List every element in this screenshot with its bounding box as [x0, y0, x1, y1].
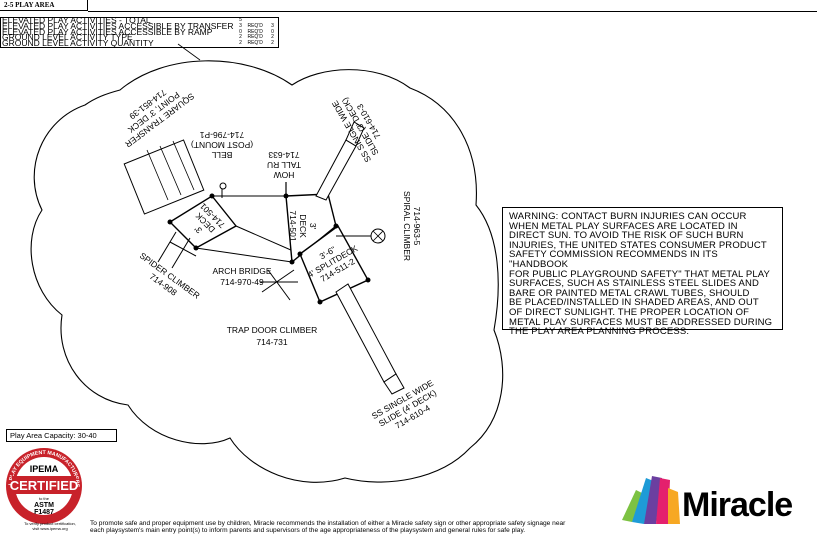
- svg-text:HOW: HOW: [274, 170, 295, 180]
- table-leader-line: [177, 43, 201, 61]
- label-spider-climber: SPIDER CLIMBER 714-908: [138, 250, 202, 300]
- ipema-note-line: visit www.ipema.org: [32, 525, 68, 531]
- svg-text:714-501: 714-501: [288, 210, 298, 241]
- stat-label: ELEVATED PLAY ACTIVITIES ACCESSIBLE BY R…: [2, 26, 213, 37]
- svg-text:714-796-P1: 714-796-P1: [200, 130, 245, 140]
- miracle-logo-mark: [622, 476, 680, 524]
- svg-text:714-963-5: 714-963-5: [412, 207, 422, 246]
- label-trap-door: TRAP DOOR CLIMBER 714-731: [227, 325, 318, 347]
- warning-line: SURFACES, SUCH AS STAINLESS STEEL SLIDES…: [509, 278, 759, 290]
- label-deck-right: 3' DECK 714-501: [288, 210, 318, 241]
- spider-climber: [157, 231, 197, 269]
- svg-text:INTERNATIONAL PLAY EQUIPMENT M: INTERNATIONAL PLAY EQUIPMENT MANUFACTURE…: [0, 0, 80, 488]
- use-zone-outline: [30, 60, 504, 483]
- ipema-certified-seal: INTERNATIONAL PLAY EQUIPMENT MANUFACTURE…: [0, 0, 82, 524]
- bell-icon: [219, 182, 227, 190]
- stats-row: GROUND LEVEL ACTIVITY QUANTITY 2 REQ'D 2: [1, 38, 279, 49]
- miracle-wordmark: Miracle: [682, 486, 793, 524]
- trap-door-climber: [260, 269, 298, 301]
- warning-line: BE PLACED/INSTALLED IN SHADED AREAS, AND…: [509, 297, 759, 309]
- deck-posts: [167, 193, 371, 305]
- stat-value: 2: [239, 34, 242, 41]
- spiral-climber: [336, 228, 386, 244]
- safety-signage-footer: To promote safe and proper equipment use…: [90, 520, 610, 534]
- header-rule: [88, 11, 817, 12]
- label-arch-bridge: ARCH BRIDGE 714-970-49: [212, 266, 271, 287]
- warning-line: DIRECT SUN. TO AVOID THE RISK OF SUCH BU…: [509, 230, 744, 242]
- svg-text:714-970-49: 714-970-49: [220, 277, 264, 287]
- stats-row: ELEVATED PLAY ACTIVITIES - TOTAL 5: [1, 15, 279, 25]
- svg-text:3': 3': [308, 223, 318, 230]
- label-spiral-climber: SPIRAL CLIMBER 714-963-5: [402, 191, 422, 261]
- stat-req-value: 0: [271, 28, 274, 35]
- play-area-capacity: Play Area Capacity: 30-40: [6, 429, 117, 442]
- warning-line: OF DIRECT SUNLIGHT. THE PROPER LOCATION …: [509, 306, 750, 318]
- svg-text:SPIRAL CLIMBER: SPIRAL CLIMBER: [402, 191, 412, 261]
- warning-line: METAL PLAY SURFACES MUST BE ADDRESSED DU…: [509, 316, 773, 328]
- stat-req-label: REQ'D: [247, 22, 263, 29]
- svg-text:to the: to the: [39, 496, 50, 501]
- stat-label: GROUND LEVEL ACTIVITY TYPE: [2, 32, 133, 43]
- stat-label: ELEVATED PLAY ACTIVITIES ACCESSIBLE BY T…: [2, 20, 234, 31]
- stat-req-label: REQ'D: [247, 28, 263, 35]
- stat-label: ELEVATED PLAY ACTIVITIES - TOTAL: [2, 15, 151, 25]
- warning-line: SAFETY COMMISSION RECOMMENDS IN ITS "HAN…: [509, 249, 718, 270]
- stat-value: 0: [239, 28, 242, 35]
- play-area-tab: 2-5 PLAY AREA: [0, 0, 88, 11]
- arch-bridge: [195, 188, 301, 263]
- warning-line: WARNING: CONTACT BURN INJURIES CAN OCCUR: [509, 211, 747, 222]
- svg-text:(POST MOUNT): (POST MOUNT): [191, 140, 253, 150]
- stat-value: 5: [239, 17, 242, 23]
- svg-text:714-731: 714-731: [256, 337, 287, 347]
- stat-value: 3: [239, 22, 242, 29]
- slide-4ft: [335, 283, 405, 395]
- svg-text:BELL: BELL: [211, 150, 232, 160]
- ipema-verify-note: To verify product certification, visit w…: [10, 521, 90, 531]
- square-transfer-point: [123, 139, 205, 215]
- warning-line: THE PLAY AREA PLANNING PROCESS.: [509, 326, 690, 338]
- stat-req-value: 2: [271, 34, 274, 41]
- svg-text:CERTIFIED: CERTIFIED: [10, 478, 79, 493]
- svg-text:3': 3': [192, 224, 204, 236]
- svg-text:ARCH BRIDGE: ARCH BRIDGE: [212, 266, 271, 276]
- svg-text:ASTM: ASTM: [34, 502, 54, 509]
- footer-line: To promote safe and proper equipment use…: [90, 520, 566, 527]
- stats-row: ELEVATED PLAY ACTIVITIES ACCESSIBLE BY T…: [1, 20, 279, 31]
- warning-line: BARE OR PAINTED METAL CRAWL TUBES, SHOUL…: [509, 287, 750, 299]
- label-how-tall: HOW TALL RU 714-633: [267, 150, 301, 180]
- footer-line: each playsystem's main entry point(s) to…: [90, 527, 526, 534]
- svg-text:IPEMA: IPEMA: [30, 464, 59, 474]
- stat-req-label: REQ'D: [247, 40, 263, 47]
- stat-label: GROUND LEVEL ACTIVITY QUANTITY: [2, 38, 154, 49]
- stat-value: 2: [239, 40, 242, 47]
- stats-row: GROUND LEVEL ACTIVITY TYPE 2 REQ'D 2: [1, 32, 279, 43]
- ipema-note-line: To verify product certification,: [24, 521, 76, 526]
- stat-req-label: REQ'D: [247, 34, 263, 41]
- svg-text:DECK: DECK: [298, 214, 308, 238]
- warning-line: FOR PUBLIC PLAYGROUND SAFETY" THAT METAL…: [509, 268, 771, 280]
- warning-line: WHEN METAL PLAY SURFACES ARE LOCATED IN: [509, 220, 738, 232]
- warning-line: INJURIES, THE UNITED STATES CONSUMER PRO…: [509, 239, 767, 251]
- burn-warning-box: WARNING: CONTACT BURN INJURIES CAN OCCUR…: [502, 207, 783, 336]
- accessibility-stats-table: ELEVATED PLAY ACTIVITIES - TOTAL 5 ELEVA…: [0, 15, 280, 49]
- stat-req-value: 3: [271, 22, 274, 29]
- svg-text:TRAP DOOR CLIMBER: TRAP DOOR CLIMBER: [227, 325, 318, 335]
- svg-text:714-633: 714-633: [268, 150, 299, 160]
- svg-text:TALL RU: TALL RU: [267, 160, 301, 170]
- label-ss-slide-4: SS SINGLE WIDE SLIDE (4' DECK) 714-610-4: [370, 378, 438, 431]
- svg-text:F1487: F1487: [34, 509, 54, 516]
- stats-row: ELEVATED PLAY ACTIVITIES ACCESSIBLE BY R…: [1, 26, 279, 37]
- label-bell: BELL (POST MOUNT) 714-796-P1: [191, 130, 253, 160]
- stat-req-value: 2: [271, 40, 274, 47]
- slide-3ft: [315, 121, 365, 201]
